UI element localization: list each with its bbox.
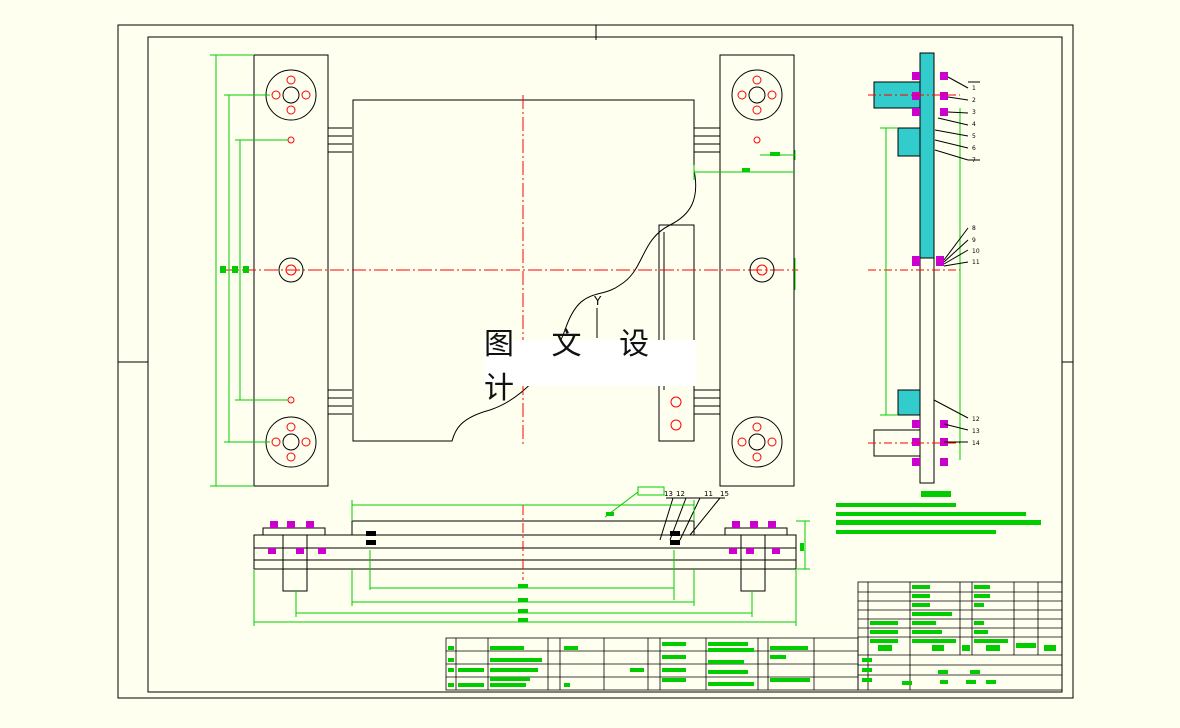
side-label-7: 7 [972,157,976,164]
front-label-12: 12 [676,490,685,498]
side-label-2: 2 [972,97,976,104]
bolt-circle-icon [265,69,317,121]
plan-view: Y [210,54,798,487]
front-label-13: 13 [664,490,673,498]
side-label-12: 12 [972,416,980,423]
technical-requirements [836,491,1041,534]
front-label-15: 15 [720,490,729,498]
front-view: 13 12 11 15 [253,486,810,626]
side-label-13: 13 [972,428,980,435]
side-label-11: 11 [972,259,980,266]
section-hatch-icon [366,531,680,545]
side-label-4: 4 [972,121,976,128]
side-label-3: 3 [972,109,976,116]
side-label-8: 8 [972,225,976,232]
side-label-9: 9 [972,237,976,244]
front-label-11: 11 [704,490,713,498]
parts-list-right [857,581,1063,691]
side-label-10: 10 [972,248,980,255]
side-label-1: 1 [972,85,976,92]
sheet-frame [117,24,1074,699]
watermark: 图 文 设 计 [484,327,696,406]
center-plate [352,99,697,442]
side-label-14: 14 [972,440,980,447]
parts-list-left [445,637,859,691]
side-label-5: 5 [972,133,976,140]
side-label-6: 6 [972,145,976,152]
annotation-y: Y [593,294,602,308]
side-view: 1 2 3 4 5 6 7 8 9 10 11 12 13 14 [868,52,980,484]
